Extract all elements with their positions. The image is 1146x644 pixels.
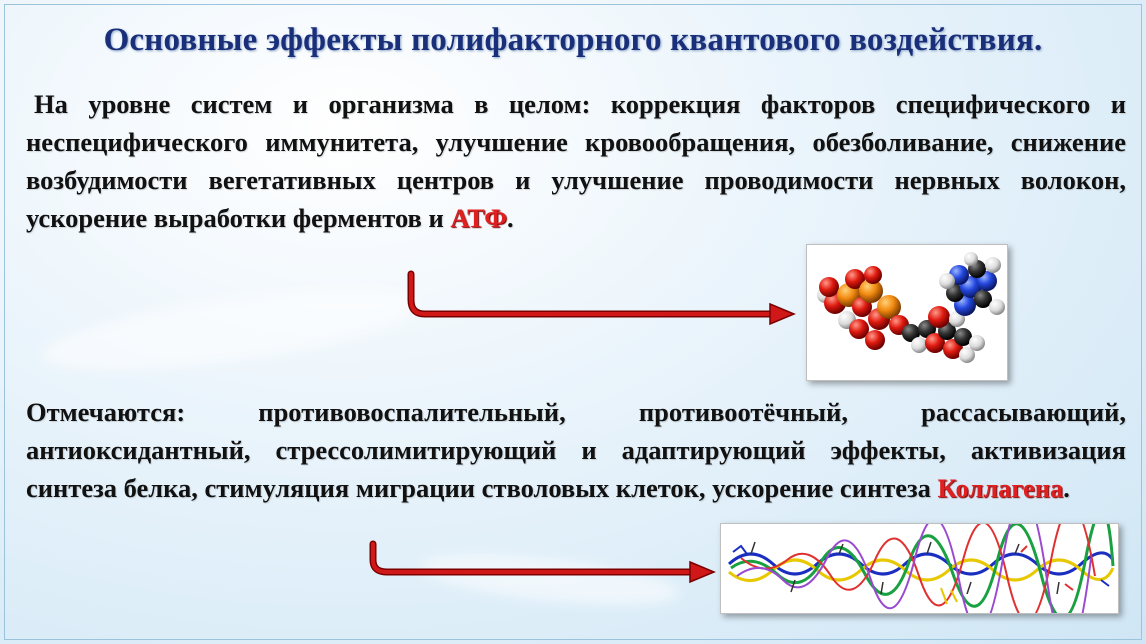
atp-highlight: АТФ (450, 203, 508, 233)
arrow-to-atp-icon (407, 270, 796, 326)
slide-title: Основные эффекты полифакторного квантово… (103, 22, 1043, 58)
arrow-to-collagen-icon (369, 540, 716, 584)
atp-molecule-image (806, 244, 1008, 381)
paragraph-systems: На уровне систем и организма в целом: ко… (26, 85, 1126, 237)
collagen-highlight: Коллагена (937, 473, 1064, 503)
paragraph-systems-text: На уровне систем и организма в целом: ко… (26, 89, 1126, 233)
collagen-helix-icon (727, 496, 1115, 644)
paragraph-effects-text: Отмечаются: противовоспалительный, проти… (26, 397, 1126, 503)
paragraph-effects: Отмечаются: противовоспалительный, проти… (26, 393, 1126, 507)
atp-molecule-icon (817, 252, 1005, 363)
slide-frame (4, 4, 1142, 640)
collagen-ribbon-image (720, 496, 1119, 644)
paragraph-systems-end: . (507, 203, 514, 233)
paragraph-effects-end: . (1063, 473, 1070, 503)
